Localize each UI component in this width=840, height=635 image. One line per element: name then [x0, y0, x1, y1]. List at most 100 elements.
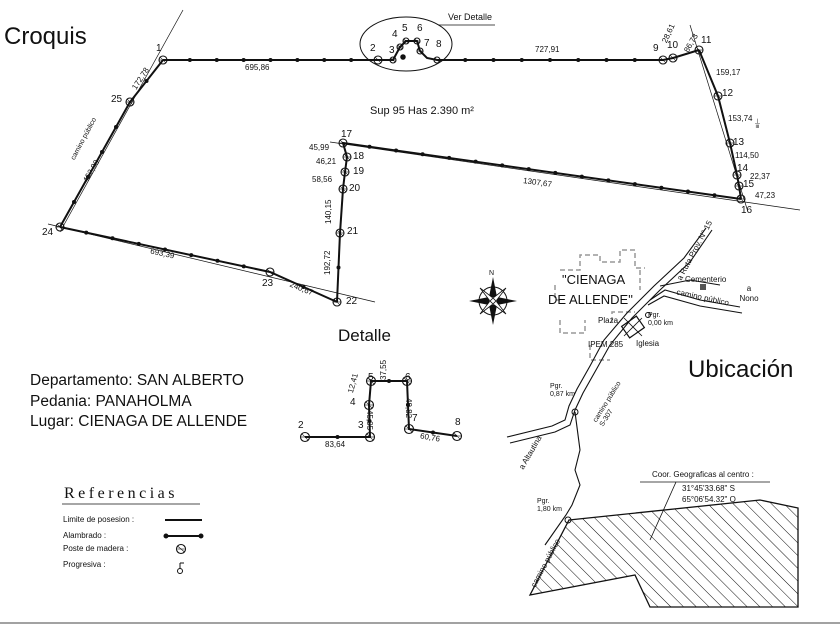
wire-dot-3-13	[367, 144, 372, 149]
dist-20-21: 140,15	[324, 199, 333, 224]
pgr-marker-0	[645, 312, 651, 318]
plaza-block	[620, 315, 646, 339]
detail-dist-3-4: 45,05	[365, 410, 374, 431]
wire-dot-3-11	[420, 152, 425, 157]
croquis-point-22: 22	[346, 296, 358, 307]
town-name-line2: DE ALLENDE"	[548, 292, 633, 307]
road-main-edge	[506, 227, 707, 438]
road-nono-edge	[647, 295, 743, 314]
east-mark-label: ⊣≡	[753, 118, 760, 129]
wire-dot-6-4	[144, 79, 149, 83]
legend-progressive-symbol	[177, 568, 183, 574]
wire-dot-3-12	[394, 148, 399, 153]
compass-east	[497, 297, 517, 305]
detail-point-8: 8	[455, 417, 461, 428]
wire-dot-1-2	[519, 58, 524, 62]
wire-dot-0-4	[295, 58, 300, 62]
croquis-point-11: 11	[701, 35, 712, 46]
croquis-point-1: 1	[156, 43, 162, 54]
detail-map	[305, 380, 458, 438]
wire-dot-4-0	[336, 265, 341, 270]
detail-posts	[299, 375, 463, 443]
croquis-point-14: 14	[737, 163, 749, 174]
croquis-posts	[55, 37, 746, 307]
compass-north	[489, 277, 497, 297]
extension-line-west	[59, 9, 184, 233]
detail-point-3: 3	[358, 420, 364, 431]
wire-dot-3-1	[685, 189, 690, 194]
croquis-point-4: 4	[392, 29, 398, 40]
compass-rose	[469, 277, 517, 325]
croquis-point-18: 18	[353, 151, 365, 162]
detail-wire-dot-c-2	[431, 430, 435, 435]
wire-dot-6-1	[86, 175, 90, 179]
dist-19-20: 58,56	[312, 175, 333, 184]
wire-dot-6-2	[100, 150, 104, 154]
pgr-087-label: Pgr. 0,87 km	[550, 383, 575, 399]
references-legend	[62, 503, 204, 574]
parcel-hatched	[528, 499, 799, 608]
ref-progresiva-label: Progresiva :	[63, 560, 106, 569]
wire-dot-0-1	[214, 58, 219, 62]
croquis-point-12: 12	[722, 88, 734, 99]
to-nono-label: a Nono	[739, 284, 759, 304]
detail-wire-dot-a-0	[335, 435, 340, 439]
surface-label: Sup 95 Has 2.390 m²	[370, 105, 474, 117]
detail-wire-dots	[335, 379, 435, 439]
road-main	[509, 229, 713, 444]
detail-point-7: 7	[412, 413, 418, 424]
ubicacion-heading: Ubicación	[688, 356, 794, 383]
croquis-point-2: 2	[370, 43, 376, 54]
cemetery-label: Cementerio	[685, 275, 727, 284]
pgr-marker-087	[571, 408, 579, 416]
dist-21-22: 192,72	[323, 250, 332, 275]
wire-dot-0-6	[349, 58, 354, 62]
wire-dot-1-3	[548, 58, 552, 62]
croquis-point-25: 25	[111, 94, 123, 105]
wire-dot-1-4	[576, 58, 581, 62]
croquis-heading: Croquis	[4, 23, 87, 50]
legend-wire-dot-left	[163, 533, 169, 539]
ver-detalle-label: Ver Detalle	[448, 12, 493, 22]
wire-dot-3-6	[553, 170, 558, 175]
croquis-point-13: 13	[733, 137, 745, 148]
compass-ne	[492, 287, 507, 302]
legend-wire-dot-right	[198, 533, 204, 539]
iglesia-label: Iglesia	[636, 339, 660, 348]
wire-dot-3-9	[473, 159, 478, 164]
wire-dot-0-0	[187, 58, 192, 62]
town-blocks	[554, 249, 645, 361]
boundary-north	[163, 40, 700, 61]
wire-dot-0-5	[322, 58, 327, 62]
wire-dot-5-0	[301, 285, 306, 289]
cemetery-marker	[700, 284, 706, 290]
plaza-diag-b	[623, 317, 643, 337]
departamento-text: Departamento: SAN ALBERTO	[30, 372, 244, 389]
compass-nw	[479, 287, 494, 302]
ref-limite-label: Limite de posesion :	[63, 515, 135, 524]
detail-point-4: 4	[350, 397, 356, 408]
legend-post-symbol	[175, 543, 187, 555]
detail-wire-dot-c-1	[406, 403, 410, 407]
coords-lat: 31°45'33.68" S	[682, 484, 735, 493]
references-title: Referencias	[64, 485, 179, 502]
wire-dot-3-8	[500, 163, 505, 168]
pgr-180-label: Pgr. 1,80 km	[537, 498, 562, 514]
dist-15-16: 47,23	[755, 191, 776, 200]
road-south	[544, 411, 581, 546]
pedania-text: Pedania: PANAHOLMA	[30, 393, 192, 410]
croquis-point-7: 7	[424, 38, 430, 49]
compass-sw	[479, 300, 494, 315]
dist-12-13: 153,74	[728, 114, 753, 123]
detail-boundary	[305, 380, 458, 438]
detail-dist-5-6: 37,55	[379, 359, 388, 380]
wire-dot-6-0	[72, 200, 76, 204]
detail-callout-ellipse	[359, 16, 453, 72]
ref-poste-label: Poste de madera :	[63, 544, 129, 553]
croquis-point-3: 3	[389, 45, 395, 56]
wire-dot-1-1	[491, 58, 496, 62]
wire-dot-5-4	[163, 247, 167, 252]
detalle-heading: Detalle	[338, 326, 391, 345]
croquis-point-16: 16	[741, 205, 753, 216]
